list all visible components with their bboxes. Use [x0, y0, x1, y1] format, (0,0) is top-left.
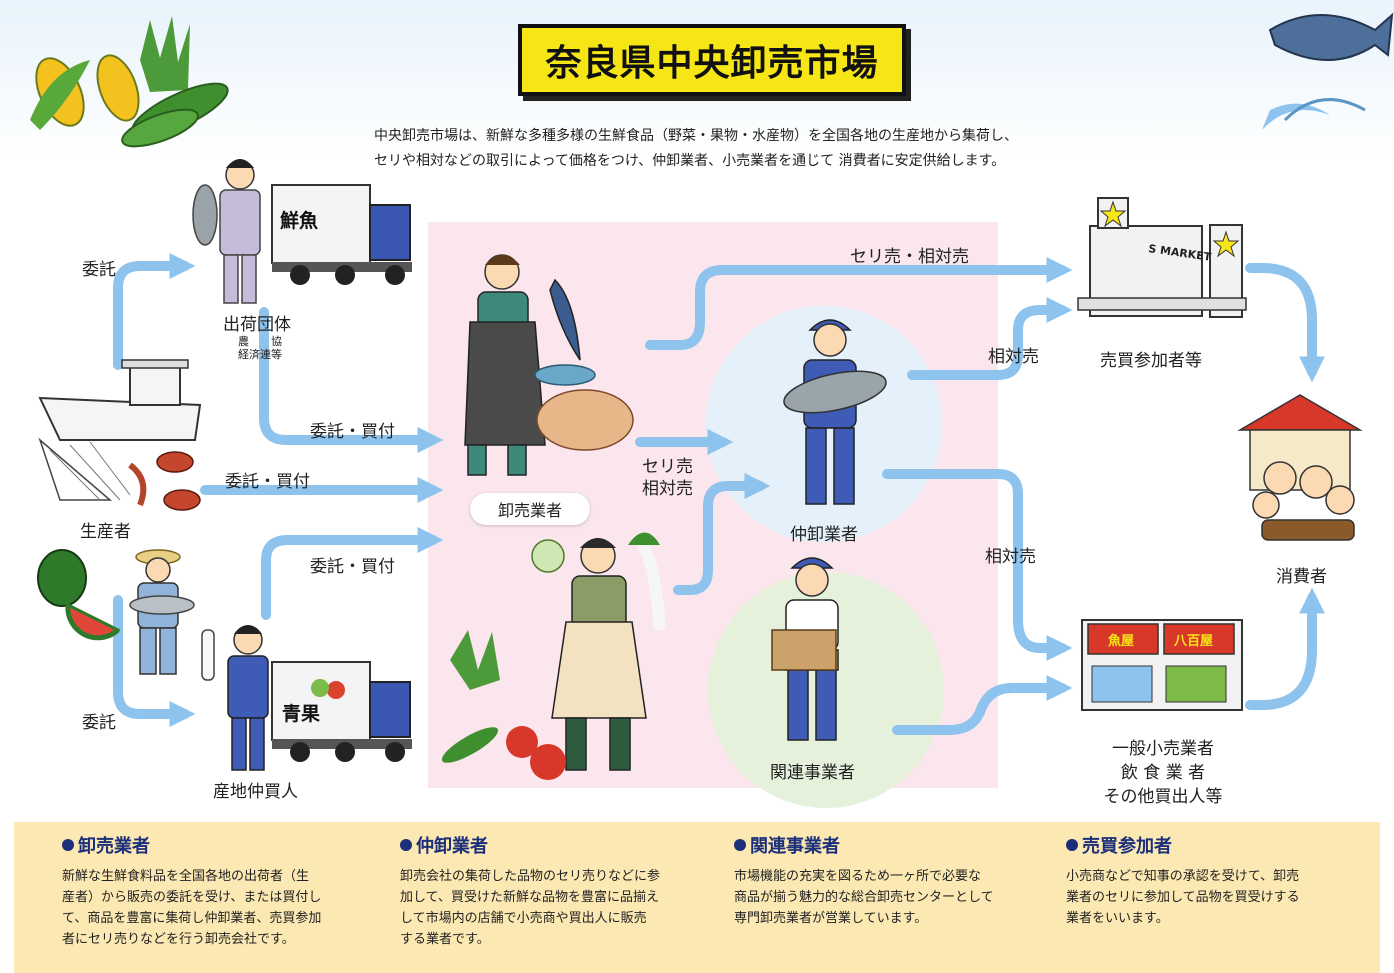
buying-participants-label: 売買参加者等 — [1100, 351, 1202, 371]
definition-line: 新鮮な生鮮食料品を全国各地の出荷者（生 — [62, 869, 310, 884]
relative-label-2: 相対売 — [985, 547, 1036, 567]
broker-person-icon — [201, 625, 269, 771]
definition-heading: 売買参加者 — [1082, 836, 1172, 857]
auction-relative-label-2: 相対売 — [642, 479, 693, 499]
arrow-broker-to-wholesaler — [261, 527, 444, 620]
local-broker-label: 産地仲買人 — [213, 782, 298, 802]
arrow-veg-wholesaler-to-intermediate — [673, 473, 771, 595]
arrow-group-to-wholesaler — [259, 307, 444, 453]
bullet-icon — [734, 839, 746, 851]
fish-wholesaler-person-icon — [464, 254, 634, 476]
vegetable-wholesaler-person-icon — [531, 532, 666, 771]
vegetable-truck-icon: 青果 — [271, 661, 412, 762]
bullet-icon — [62, 839, 74, 851]
definition-line: する業者です。 — [400, 932, 490, 947]
arrow-wholesaler-to-participants — [645, 257, 1073, 350]
definition-line: 商品が揃う魅力的な総合卸売センターとして — [734, 890, 994, 905]
consign-buy-label-1: 委託・買付 — [310, 422, 395, 442]
farmer-icon — [129, 549, 195, 675]
fishing-boat-icon — [38, 359, 202, 501]
related-person-icon — [771, 557, 839, 741]
shop-fish-sign: 魚屋 — [1108, 633, 1134, 649]
retailer-label-2: 飲 食 業 者 — [1120, 763, 1206, 783]
shipping-group-label: 出荷団体 — [223, 315, 291, 335]
definition-heading: 仲卸業者 — [416, 836, 488, 857]
intermediate-label: 仲卸業者 — [790, 525, 858, 545]
shop-veg-sign: 八百屋 — [1173, 634, 1213, 649]
consumers-icon — [1237, 394, 1363, 541]
intermediate-person-icon — [783, 319, 887, 505]
definition-line: 小売商などで知事の承認を受けて、卸売 — [1066, 869, 1300, 884]
truck-veg-label: 青果 — [282, 703, 320, 725]
auction-relative-label: セリ売・相対売 — [850, 247, 969, 267]
definition-line: 産者）から販売の委託を受け、または買付し — [62, 890, 322, 905]
definition-wholesaler: 卸売業者 新鮮な生鮮食料品を全国各地の出荷者（生 産者）から販売の委託を受け、ま… — [62, 832, 382, 950]
relative-label-1: 相対売 — [988, 347, 1039, 367]
definition-line: て、商品を豊富に集荷し仲卸業者、売買参加 — [62, 911, 322, 926]
arrow-retailer-to-consumer — [1245, 587, 1325, 710]
definition-line: 加して、買受けた新鮮な品物を豊富に品揃え — [400, 890, 659, 905]
definition-line: 業者をいいます。 — [1066, 911, 1169, 926]
definition-line: 者にセリ売りなどを行う卸売会社です。 — [62, 932, 295, 947]
bullet-icon — [400, 839, 412, 851]
intro-line-2: セリや相対などの取引によって価格をつけ、仲卸業者、小売業者を通じて 消費者に安定… — [374, 153, 1006, 169]
definition-line: 専門卸売業者が営業しています。 — [734, 911, 928, 926]
consign-label-top: 委託 — [82, 260, 116, 280]
fish-truck-icon: 鮮魚 — [271, 184, 412, 285]
definitions-panel: 卸売業者 新鮮な生鮮食料品を全国各地の出荷者（生 産者）から販売の委託を受け、ま… — [14, 822, 1380, 973]
definition-line: 業者のセリに参加して品物を買受けする — [1066, 890, 1300, 905]
vegetables-icon — [30, 16, 229, 148]
bullet-icon — [1066, 839, 1078, 851]
wholesaler-label: 卸売業者 — [470, 493, 590, 525]
definition-line: 市場機能の充実を図るため一ヶ所で必要な — [734, 869, 982, 884]
consumer-label: 消費者 — [1276, 567, 1327, 587]
watermelon-icon — [37, 549, 121, 641]
arrow-intermediate-to-retailer — [882, 469, 1073, 661]
truck-fish-label: 鮮魚 — [280, 209, 318, 232]
arrow-producer-to-broker — [113, 595, 196, 727]
arrow-participants-to-consumer — [1245, 263, 1325, 383]
definition-intermediate: 仲卸業者 卸売会社の集荷した品物のセリ売りなどに参 加して、買受けた新鮮な品物を… — [400, 832, 720, 950]
related-label: 関連事業者 — [770, 763, 855, 783]
definition-line: 卸売会社の集荷した品物のセリ売りなどに参 — [400, 869, 661, 884]
retailer-label-3: その他買出人等 — [1103, 787, 1223, 807]
consign-buy-label-2: 委託・買付 — [225, 472, 310, 492]
intro-line-1: 中央卸売市場は、新鮮な多種多様の生鮮食品（野菜・果物・水産物）を全国各地の生産地… — [374, 128, 1018, 144]
title-box: 奈良県中央卸売市場 — [518, 24, 906, 96]
consign-label-bottom: 委託 — [82, 713, 116, 733]
shipping-group-sub1: 農 協 — [238, 335, 282, 348]
shipping-group-sub2: 経済連等 — [238, 348, 282, 361]
definition-participants: 売買参加者 小売商などで知事の承認を受けて、卸売 業者のセリに参加して品物を買受… — [1066, 832, 1366, 929]
definition-heading: 関連事業者 — [750, 836, 840, 857]
retailer-label-1: 一般小売業者 — [1112, 739, 1214, 759]
auction-label: セリ売 — [642, 457, 693, 477]
page-title: 奈良県中央卸売市場 — [545, 43, 879, 84]
crab-icon — [128, 451, 201, 511]
producer-label: 生産者 — [80, 522, 131, 542]
fish-icon — [1262, 12, 1394, 130]
arrow-related-to-retailer — [892, 675, 1073, 735]
shipper-person-icon — [192, 159, 261, 304]
definition-line: して市場内の店舗で小売商や買出人に販売 — [400, 911, 647, 926]
arrow-intermediate-to-participants — [907, 297, 1073, 380]
supermarket-icon: S MARKET — [1077, 197, 1247, 318]
vegetable-pile-icon — [441, 630, 566, 780]
definition-related: 関連事業者 市場機能の充実を図るため一ヶ所で必要な 商品が揃う魅力的な総合卸売セ… — [734, 832, 1054, 929]
definition-heading: 卸売業者 — [78, 836, 150, 857]
arrow-producer-to-group — [113, 253, 196, 370]
consign-buy-label-3: 委託・買付 — [310, 557, 395, 577]
shops-icon: 魚屋 八百屋 — [1081, 619, 1243, 711]
